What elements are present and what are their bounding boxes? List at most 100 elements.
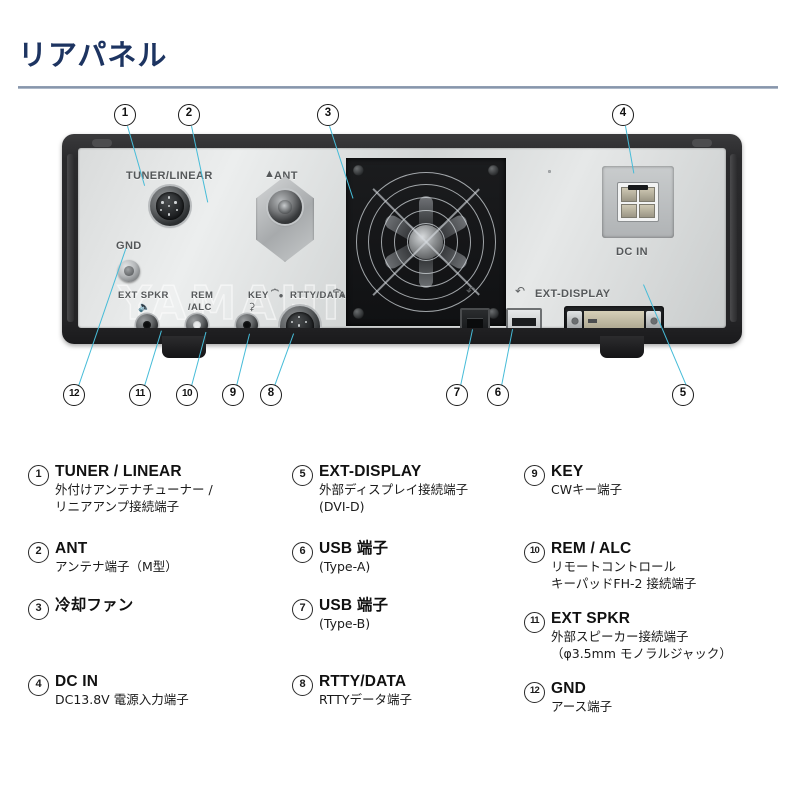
legend-title-10: REM / ALC [551,540,632,557]
legend-title-5: EXT-DISPLAY [319,463,422,480]
legend-desc-12: アース端子 [551,699,613,715]
key-jack [236,314,258,328]
dvi-body [584,311,644,328]
legend-item-3: 3 冷却ファン [28,597,278,620]
label-key: KEY [248,290,269,301]
callout-8[interactable]: 8 [260,384,282,406]
title-divider [18,86,778,89]
legend-title-1: TUNER / LINEAR [55,463,182,480]
legend-title-11: EXT SPKR [551,610,631,627]
dvi-screw-left [567,311,582,328]
legend-item-11: 11 EXT SPKR 外部スピーカー接続端子（φ3.5mm モノラルジャック） [524,610,779,662]
tuner-linear-core [156,192,184,220]
fan-screw-bl [353,308,364,319]
legend-title-7: USB 端子 [319,597,389,614]
label-rem: REM [191,290,214,301]
legend-num-12: 12 [524,682,545,703]
legend-num-10: 10 [524,542,545,563]
callout-6[interactable]: 6 [487,384,509,406]
legend-item-12: 12 GND アース端子 [524,680,779,716]
legend: 1 TUNER / LINEAR 外付けアンテナチューナー /リニアアンプ接続端… [0,455,800,725]
legend-title-4: DC IN [55,673,99,690]
callout-5[interactable]: 5 [672,384,694,406]
usb-b-icon: ⏞• [271,288,284,303]
legend-item-4: 4 DC IN DC13.8V 電源入力端子 [28,673,278,709]
ant-mount-plate [256,176,314,262]
legend-desc-2: アンテナ端子（M型） [55,559,178,575]
legend-num-7: 7 [292,599,313,620]
callout-11[interactable]: 11 [129,384,151,406]
ant-arrow-icon: ▲ [264,168,276,180]
ext-spkr-jack [136,314,158,328]
callout-7[interactable]: 7 [446,384,468,406]
rtty-data-connector [280,306,320,328]
speaker-icon: 🔈 [138,302,151,313]
callout-12[interactable]: 12 [63,384,85,406]
usb-type-b-port [460,308,490,328]
chassis-foot-right [600,336,644,358]
legend-desc-6: (Type-A) [319,559,371,575]
legend-title-9: KEY [551,463,584,480]
legend-desc-8: RTTYデータ端子 [319,692,412,708]
legend-item-5: 5 EXT-DISPLAY 外部ディスプレイ接続端子(DVI-D) [292,463,517,515]
callout-9[interactable]: 9 [222,384,244,406]
legend-title-8: RTTY/DATA [319,673,407,690]
legend-num-1: 1 [28,465,49,486]
key-icon: ⚳ [248,302,256,313]
callout-2[interactable]: 2 [178,104,200,126]
chassis-bolt-right [692,139,712,147]
usb-trident-icon-b: ↶ [466,284,477,298]
usb-type-a-port [506,308,542,328]
legend-num-9: 9 [524,465,545,486]
legend-desc-5: 外部ディスプレイ接続端子(DVI-D) [319,482,469,514]
ext-display-dvi-port [564,306,664,328]
legend-item-8: 8 RTTY/DATA RTTYデータ端子 [292,673,517,709]
chassis-rail-left [67,154,74,322]
legend-desc-11: 外部スピーカー接続端子（φ3.5mm モノラルジャック） [551,629,732,661]
usb-trident-icon-a: ↶ [515,284,526,298]
rem-alc-jack [186,314,208,328]
legend-num-2: 2 [28,542,49,563]
fan-screw-tl [353,165,364,176]
legend-num-6: 6 [292,542,313,563]
dvi-pin-grid [600,320,640,323]
legend-desc-10: リモートコントロールキーパッドFH-2 接続端子 [551,559,697,591]
legend-num-11: 11 [524,612,545,633]
page-title: リアパネル [18,40,168,72]
dc-in-bay [602,166,674,238]
legend-item-1: 1 TUNER / LINEAR 外付けアンテナチューナー /リニアアンプ接続端… [28,463,278,515]
legend-item-2: 2 ANT アンテナ端子（M型） [28,540,278,576]
chassis-bolt-left [92,139,112,147]
label-tuner-linear: TUNER/LINEAR [126,170,213,182]
label-alc: /ALC [188,302,212,313]
label-ant: ANT [274,170,298,182]
legend-desc-4: DC13.8V 電源入力端子 [55,692,189,708]
chassis-rail-right [730,154,737,322]
chassis-foot-left [162,336,206,358]
callout-1[interactable]: 1 [114,104,136,126]
label-ext-display: EXT-DISPLAY [535,288,611,300]
legend-num-3: 3 [28,599,49,620]
callout-3[interactable]: 3 [317,104,339,126]
callout-4[interactable]: 4 [612,104,634,126]
rtty-data-core [286,312,314,328]
usb-a-icon: ⏞• [333,288,346,303]
legend-num-8: 8 [292,675,313,696]
ant-connector [268,189,302,224]
fan-screw-tr [488,165,499,176]
label-dc-in: DC IN [616,246,648,258]
tuner-linear-connector [150,186,190,226]
legend-num-4: 4 [28,675,49,696]
legend-title-12: GND [551,680,587,697]
callout-10[interactable]: 10 [176,384,198,406]
legend-title-3: 冷却ファン [55,597,134,614]
dc-in-connector [617,182,659,222]
cooling-fan [346,158,506,326]
radio-chassis: YAMAHIRO TUNER/LINEAR ANT ▲ GND EXT SPKR… [62,134,742,344]
legend-item-6: 6 USB 端子 (Type-A) [292,540,517,576]
label-ext-spkr: EXT SPKR [118,290,169,301]
rear-panel-face: YAMAHIRO TUNER/LINEAR ANT ▲ GND EXT SPKR… [78,148,726,328]
dc-in-latch [628,185,648,190]
legend-num-5: 5 [292,465,313,486]
